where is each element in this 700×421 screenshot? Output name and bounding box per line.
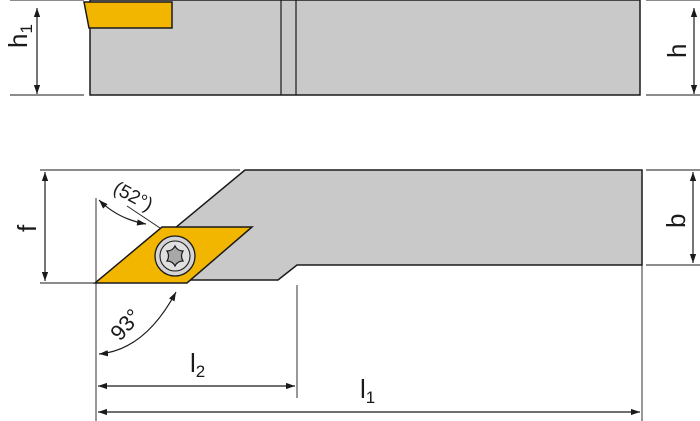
torx-drive-icon <box>165 244 185 268</box>
dimension-h1: h1 <box>3 0 84 96</box>
angle-arc-93 <box>98 291 177 357</box>
label-l1: l1 <box>360 374 375 407</box>
dimension-h: h <box>646 0 700 96</box>
dimension-b: b <box>646 169 700 266</box>
label-f: f <box>12 224 42 232</box>
top-view-shank <box>174 169 643 281</box>
label-b: b <box>661 214 691 228</box>
insert-screw <box>154 235 196 277</box>
dimension-f: f <box>12 169 240 284</box>
dimension-l1: l1 <box>95 265 643 421</box>
side-view-shank <box>89 0 641 96</box>
top-view <box>92 169 643 284</box>
label-l2: l2 <box>190 348 205 381</box>
label-angle-93: 93° <box>105 304 146 345</box>
label-h: h <box>662 44 692 58</box>
angle-arc-52 <box>98 199 147 226</box>
label-h1: h1 <box>3 24 36 48</box>
side-view-insert <box>83 1 173 29</box>
dimension-l2: l2 <box>98 285 298 398</box>
side-view <box>83 0 641 96</box>
